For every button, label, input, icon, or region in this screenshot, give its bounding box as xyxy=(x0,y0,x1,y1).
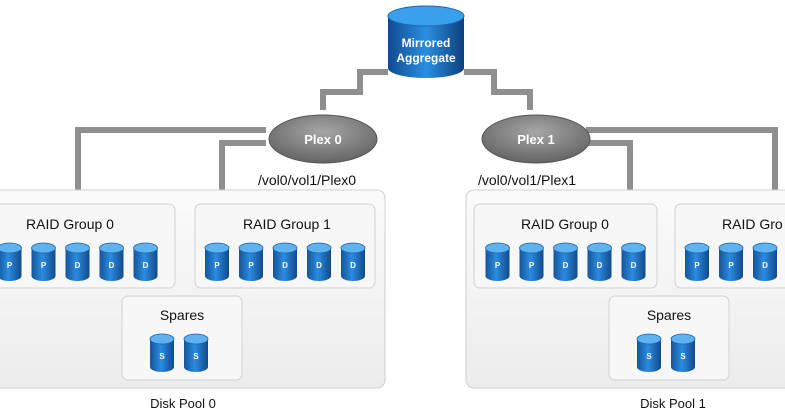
aggregate-cylinder-top xyxy=(387,5,465,27)
disk-letter: P xyxy=(41,261,47,270)
disk-letter: P xyxy=(495,261,501,270)
plex-ellipse xyxy=(268,114,378,164)
disk-letter: P xyxy=(214,261,220,270)
raid-group-label: RAID Group 0 xyxy=(26,216,114,232)
disk-letter: S xyxy=(680,352,686,361)
plex-label: Plex 0 xyxy=(304,132,342,147)
disk-icon: D xyxy=(340,242,366,281)
disk-letter: P xyxy=(248,261,254,270)
disk-icon: P xyxy=(519,242,544,281)
disk-icon: D xyxy=(306,242,332,281)
disk-icon: P xyxy=(684,242,710,281)
raid-group: RAID Group 0 P P D D D xyxy=(473,203,658,289)
connector-line xyxy=(464,69,533,110)
plex-1: Plex 1/vol0/vol1/Plex1 xyxy=(478,114,591,188)
disk-icon: D xyxy=(65,242,90,281)
connector-line xyxy=(320,69,388,110)
mirrored-aggregate: Mirrored Aggregate xyxy=(387,5,465,78)
disk-letter: D xyxy=(109,261,115,270)
disk-icon: P xyxy=(0,242,22,281)
disk-letter: P xyxy=(7,261,13,270)
disk-letter: S xyxy=(646,352,652,361)
disk-icon: D xyxy=(621,242,646,281)
plex-path-label: /vol0/vol1/Plex1 xyxy=(478,172,576,188)
connector-lines xyxy=(75,69,778,205)
disk-letter: D xyxy=(563,261,569,270)
disk-icon: D xyxy=(752,242,778,281)
disk-letter: D xyxy=(282,261,288,270)
plex-ellipse xyxy=(481,114,591,164)
disk-letter: S xyxy=(193,352,199,361)
disk-icon: S xyxy=(183,333,209,372)
connector-line xyxy=(586,127,778,205)
raid-group-label: RAID Group 0 xyxy=(521,216,609,232)
disk-icon: S xyxy=(149,333,175,372)
connector-line xyxy=(586,140,633,205)
aggregate-label-line1: Mirrored xyxy=(402,36,451,50)
raid-group-label: RAID Gro xyxy=(722,216,783,232)
raid-group: RAID Group 1 P P D D D xyxy=(194,203,376,289)
disk-letter: P xyxy=(728,261,734,270)
connector-line xyxy=(219,140,266,205)
disk-icon: D xyxy=(133,242,158,281)
disk-letter: D xyxy=(597,261,603,270)
disk-letter: D xyxy=(350,261,356,270)
plex-path-label: /vol0/vol1/Plex0 xyxy=(258,172,356,188)
disk-letter: P xyxy=(694,261,700,270)
spares-label: Spares xyxy=(160,307,204,323)
aggregate-cylinder-body xyxy=(388,16,464,78)
disk-icon: D xyxy=(553,242,578,281)
disk-letter: D xyxy=(75,261,81,270)
disk-icon: S xyxy=(670,333,696,372)
pool-label: Disk Pool 0 xyxy=(150,396,216,411)
pool-label: Disk Pool 1 xyxy=(640,396,706,411)
raid-group-label: RAID Group 1 xyxy=(243,216,331,232)
plex-label: Plex 1 xyxy=(517,132,555,147)
disk-icon: D xyxy=(587,242,612,281)
raid-group: RAID Group 0 P P D D D xyxy=(0,203,176,289)
disk-icon: P xyxy=(204,242,230,281)
disk-letter: P xyxy=(529,261,535,270)
connector-line xyxy=(75,127,266,205)
disk-icon: P xyxy=(485,242,510,281)
disk-letter: S xyxy=(159,352,165,361)
disk-letter: D xyxy=(316,261,322,270)
plex-0: Plex 0/vol0/vol1/Plex0 xyxy=(258,114,378,188)
disk-icon: P xyxy=(718,242,744,281)
disk-icon: D xyxy=(99,242,124,281)
disk-letter: D xyxy=(631,261,637,270)
disk-icon: D xyxy=(272,242,298,281)
plexes: Plex 0/vol0/vol1/Plex0 Plex 1/vol0/vol1/P… xyxy=(258,114,591,188)
disk-letter: D xyxy=(762,261,768,270)
spares-label: Spares xyxy=(647,307,691,323)
disk-icon: S xyxy=(636,333,662,372)
disk-icon: P xyxy=(31,242,56,281)
disk-letter: D xyxy=(143,261,149,270)
disk-icon: P xyxy=(238,242,264,281)
aggregate-label-line2: Aggregate xyxy=(396,51,456,65)
